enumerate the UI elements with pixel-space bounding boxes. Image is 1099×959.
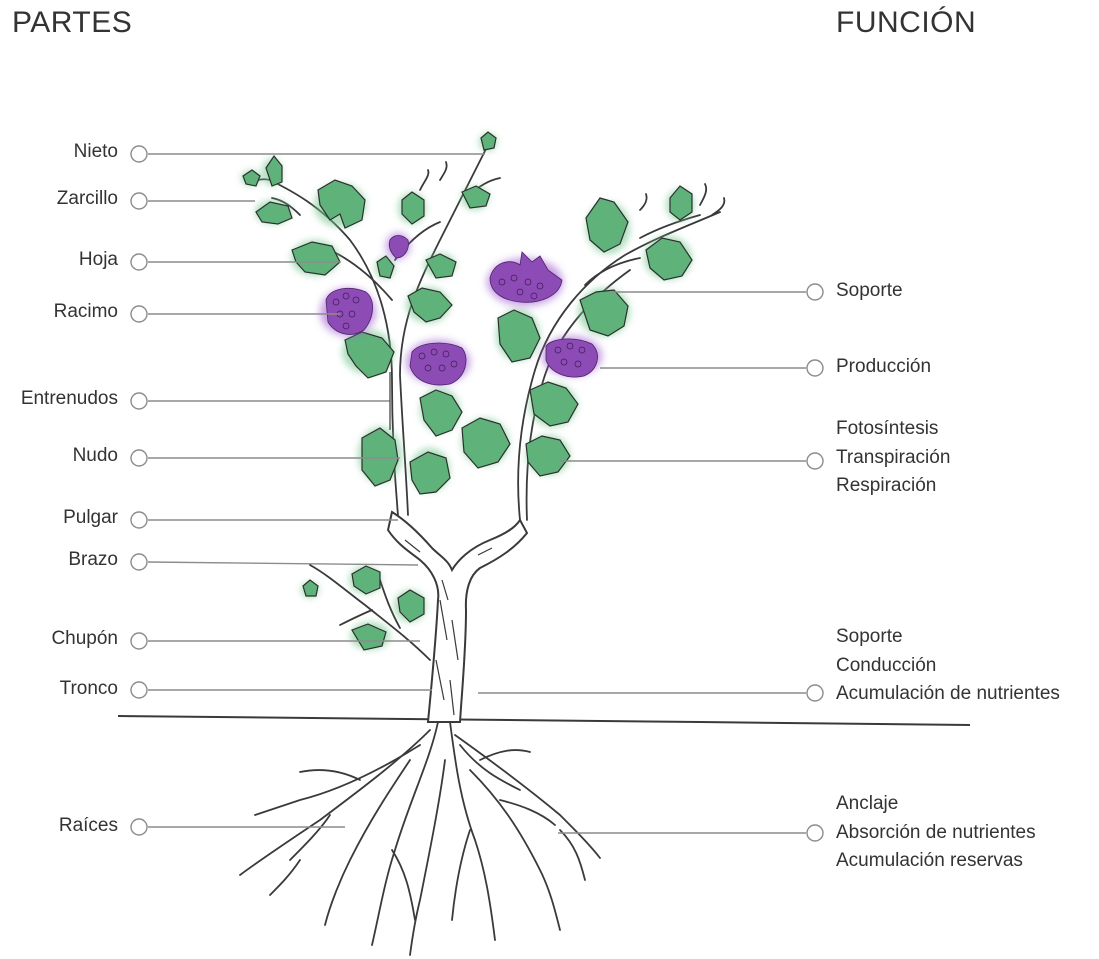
canes <box>248 145 724 660</box>
tronco-marker <box>131 682 147 698</box>
nieto-marker <box>131 146 147 162</box>
function-marker-1 <box>807 284 823 300</box>
raices-marker <box>131 819 147 835</box>
function-marker-3 <box>807 453 823 469</box>
nudo-marker <box>131 450 147 466</box>
function-leader-lines <box>478 284 823 841</box>
function-marker-2 <box>807 360 823 376</box>
roots <box>240 722 600 955</box>
brazo-marker <box>131 554 147 570</box>
chupon-marker <box>131 633 147 649</box>
function-marker-5 <box>807 825 823 841</box>
function-marker-4 <box>807 685 823 701</box>
racimo-marker <box>131 306 147 322</box>
pulgar-marker <box>131 512 147 528</box>
zarcillo-marker <box>131 193 147 209</box>
entrenudos-marker <box>131 393 147 409</box>
ground-line <box>118 716 970 725</box>
hoja-marker <box>131 254 147 270</box>
